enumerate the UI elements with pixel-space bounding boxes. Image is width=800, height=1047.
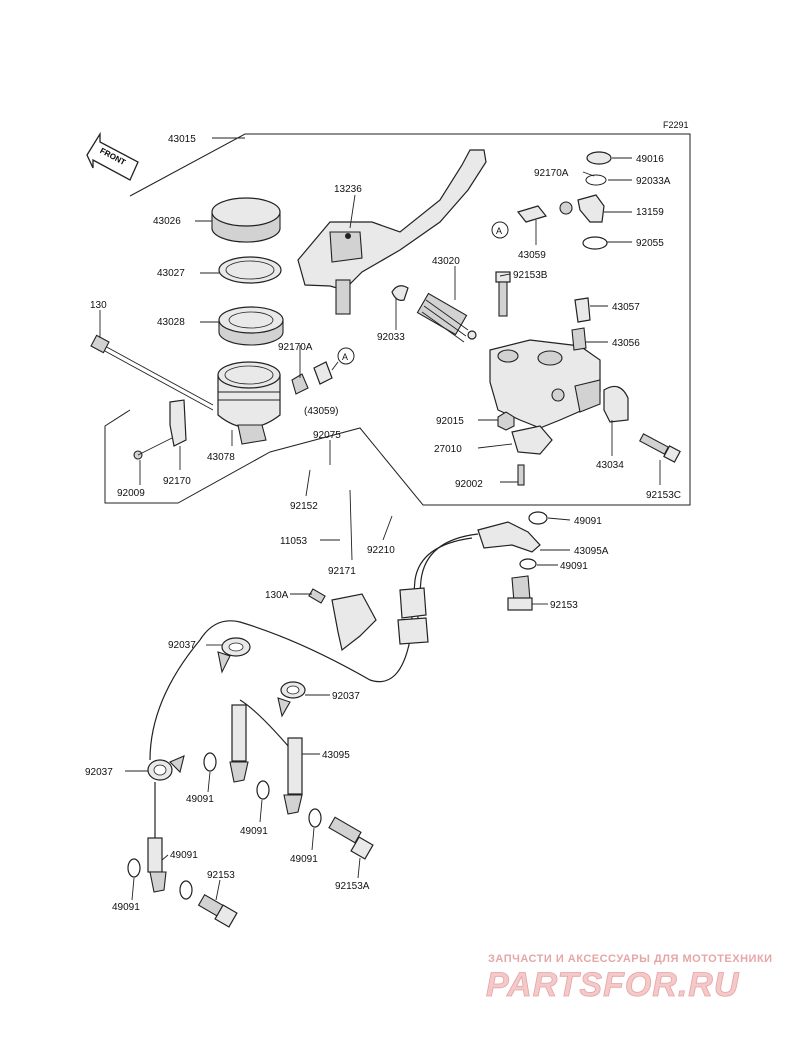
label-92153-upper: 92153 xyxy=(550,600,578,611)
label-92002: 92002 xyxy=(455,479,483,490)
hose-clamp-a xyxy=(217,637,251,674)
label-43095A: 43095A xyxy=(574,546,609,557)
label-49091-f: 49091 xyxy=(170,850,198,861)
label-43095: 43095 xyxy=(322,750,350,761)
label-43020: 43020 xyxy=(432,256,460,267)
figure-code: F2291 xyxy=(663,120,689,130)
label-92170A-left: 92170A xyxy=(278,342,313,353)
label-92153-lower: 92153 xyxy=(207,870,235,881)
assembly-frame xyxy=(104,133,691,506)
label-49091-c: 49091 xyxy=(186,794,214,805)
bolt-92153B xyxy=(495,271,511,317)
stay-92170 xyxy=(133,399,187,460)
bleeder-valve xyxy=(571,297,591,351)
label-92009: 92009 xyxy=(117,488,145,499)
front-arrow-icon: FRONT xyxy=(86,131,139,181)
label-49091-b: 49091 xyxy=(560,561,588,572)
banjo-bolt-92153-lower xyxy=(197,894,238,928)
hose-bracket-130A xyxy=(308,588,377,652)
label-43057: 43057 xyxy=(612,302,640,313)
callout-a-right: A xyxy=(496,226,502,236)
label-11053: 11053 xyxy=(280,536,308,547)
label-92037-c: 92037 xyxy=(85,767,113,778)
watermark-tagline: ЗАПЧАСТИ И АКСЕССУАРЫ ДЛЯ МОТОТЕХНИКИ xyxy=(488,953,773,965)
hose-clamp-c xyxy=(147,755,185,781)
label-92153C: 92153C xyxy=(646,490,681,501)
watermark-brand: PARTSFOR.RU xyxy=(486,966,740,1004)
banjo-bolt-92153A xyxy=(328,816,374,860)
brake-lever xyxy=(297,149,487,315)
label-92055: 92055 xyxy=(636,238,664,249)
piston-assembly xyxy=(391,285,477,343)
label-92037-a: 92037 xyxy=(168,640,196,651)
reservoir-cap xyxy=(211,197,281,243)
callout-a-left: A xyxy=(342,352,348,362)
label-43059-paren: (43059) xyxy=(304,406,338,417)
washer-49091-e xyxy=(308,808,322,828)
label-92153A: 92153A xyxy=(335,881,370,892)
label-92033: 92033 xyxy=(377,332,405,343)
master-cylinder-body xyxy=(489,339,601,429)
label-130: 130 xyxy=(90,300,107,311)
lower-hose-right xyxy=(283,737,303,815)
washer-49091-d xyxy=(256,780,270,800)
lower-hose-middle xyxy=(229,699,301,783)
label-92210: 92210 xyxy=(367,545,395,556)
brake-hose xyxy=(149,533,479,761)
label-43078: 43078 xyxy=(207,452,235,463)
lower-hose-left xyxy=(147,782,167,893)
clamp-92170A-left: A xyxy=(291,347,355,395)
label-43026: 43026 xyxy=(153,216,181,227)
label-49091-e: 49091 xyxy=(290,854,318,865)
label-43056: 43056 xyxy=(612,338,640,349)
watermark: ЗАПЧАСТИ И АКСЕССУАРЫ ДЛЯ МОТОТЕХНИКИ PA… xyxy=(486,953,773,1004)
label-49091-a: 49091 xyxy=(574,516,602,527)
label-43027: 43027 xyxy=(157,268,185,279)
label-92075: 92075 xyxy=(313,430,341,441)
label-49091-d: 49091 xyxy=(240,826,268,837)
reservoir-diaphragm xyxy=(218,256,282,284)
label-43028: 43028 xyxy=(157,317,185,328)
label-92170A-right: 92170A xyxy=(534,168,569,179)
bolt-130 xyxy=(90,334,214,411)
label-92037-b: 92037 xyxy=(332,691,360,702)
label-92153B: 92153B xyxy=(513,270,548,281)
label-49016: 49016 xyxy=(636,154,664,165)
reservoir-hose-fittings: A xyxy=(491,151,612,250)
banjo-fitting-upper xyxy=(477,511,548,611)
brake-light-switch xyxy=(497,411,553,486)
washer-49091-g xyxy=(127,858,141,878)
reservoir-plate xyxy=(218,306,284,346)
label-92015: 92015 xyxy=(436,416,464,427)
washer-49091-c xyxy=(203,752,217,772)
label-49091-g: 49091 xyxy=(112,902,140,913)
label-13159: 13159 xyxy=(636,207,664,218)
clamp-43034 xyxy=(603,385,629,423)
label-43034: 43034 xyxy=(596,460,624,471)
hose-clamp-b xyxy=(277,681,306,718)
label-130A: 130A xyxy=(265,590,289,601)
reservoir-body xyxy=(217,361,281,445)
label-27010: 27010 xyxy=(434,444,462,455)
washer-49091-f xyxy=(179,880,193,900)
leader-lines xyxy=(99,157,661,901)
label-43015: 43015 xyxy=(168,134,196,145)
part-number-labels: 43015 43026 43027 43028 130 92170A (4305… xyxy=(85,134,681,913)
label-92171: 92171 xyxy=(328,566,356,577)
label-13236: 13236 xyxy=(334,184,362,195)
label-43059: 43059 xyxy=(518,250,546,261)
label-92152: 92152 xyxy=(290,501,318,512)
label-92033A: 92033A xyxy=(636,176,671,187)
label-92170: 92170 xyxy=(163,476,191,487)
bolt-92153C xyxy=(639,433,681,463)
